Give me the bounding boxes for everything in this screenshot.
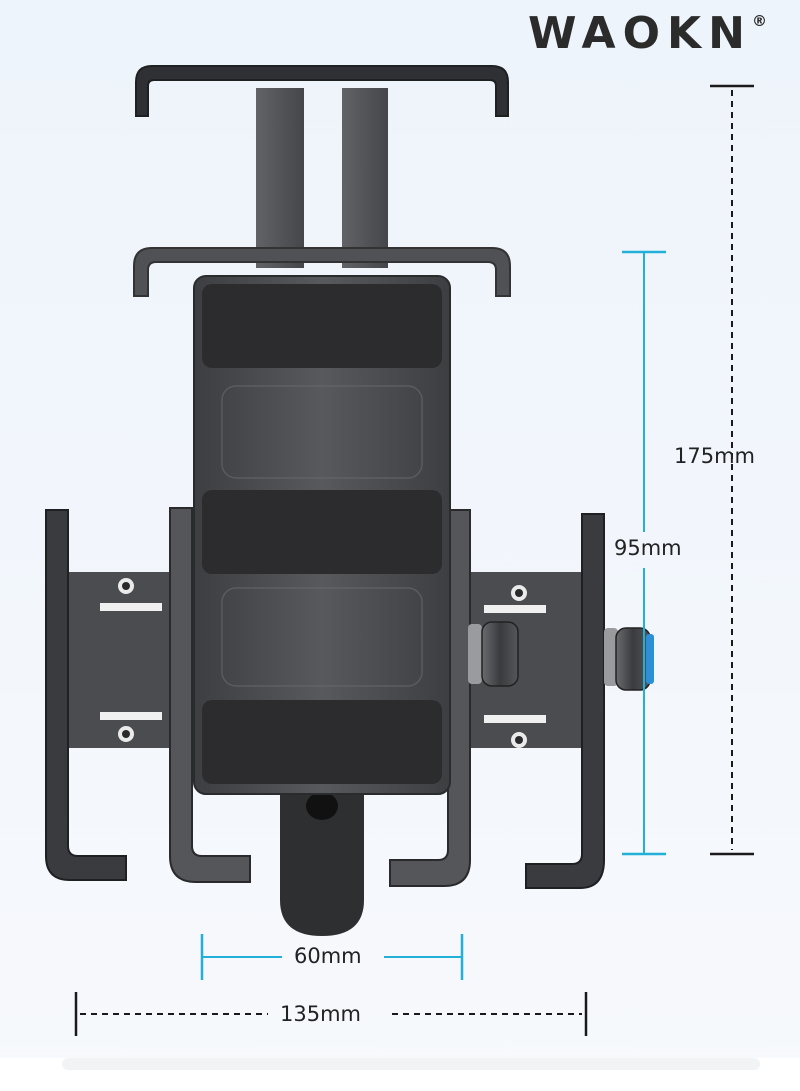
bottom-divider bbox=[0, 1058, 800, 1091]
max-width-label: 135mm bbox=[280, 1002, 361, 1026]
bottom-bar bbox=[62, 1058, 760, 1070]
brand-logo: WAOKN® bbox=[528, 8, 767, 59]
dimension-line-icon bbox=[74, 84, 754, 1036]
grip-width-label: 60mm bbox=[294, 944, 362, 968]
top-clamp bbox=[133, 65, 511, 297]
clamp-height-label: 95mm bbox=[614, 536, 682, 560]
registered-mark: ® bbox=[751, 12, 767, 30]
adjustment-knob-icon bbox=[468, 621, 654, 691]
holder-body bbox=[193, 275, 451, 795]
height-dimension-label: 175mm bbox=[674, 444, 755, 468]
brand-name: WAOKN bbox=[528, 8, 752, 59]
mount-ring bbox=[280, 790, 364, 936]
